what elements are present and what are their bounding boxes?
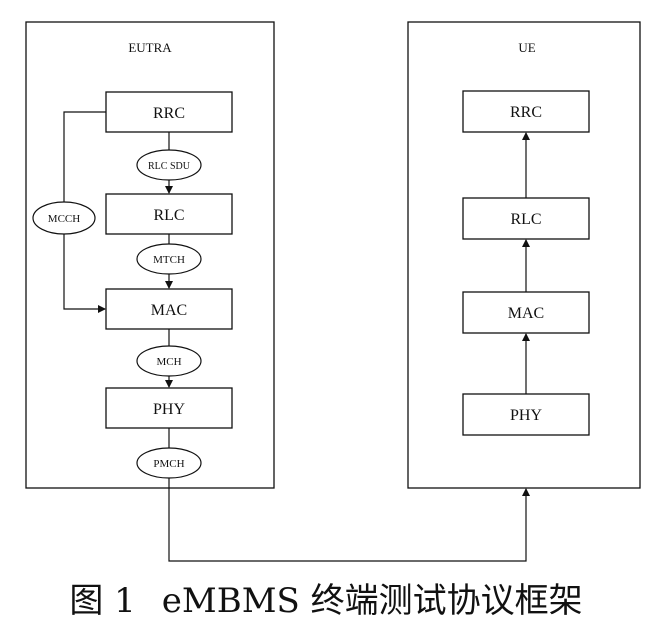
mch-label: MCH bbox=[156, 356, 181, 368]
eutra-mac-label: MAC bbox=[151, 302, 187, 319]
ue-title: UE bbox=[518, 40, 535, 55]
figure-number: 图 1 bbox=[69, 580, 136, 621]
eutra-rrc-label: RRC bbox=[153, 105, 185, 122]
eutra-phy-label: PHY bbox=[153, 401, 185, 418]
eutra-phy-layer: PHY bbox=[105, 387, 233, 429]
eutra-rlc-label: RLC bbox=[153, 207, 184, 224]
eutra-title: EUTRA bbox=[128, 40, 172, 55]
air-interface-link bbox=[168, 478, 530, 562]
mcch-channel: MCCH bbox=[32, 201, 96, 235]
figure-title: eMBMS 终端测试协议框架 bbox=[161, 580, 583, 621]
mch-channel: MCH bbox=[136, 345, 202, 377]
pmch-label: PMCH bbox=[153, 458, 184, 470]
ue-mac-label: MAC bbox=[508, 305, 544, 322]
ue-rlc-layer: RLC bbox=[462, 197, 590, 240]
mcch-label: MCCH bbox=[48, 213, 80, 225]
rlc-sdu-channel: RLC SDU bbox=[136, 149, 202, 181]
eutra-mac-layer: MAC bbox=[105, 288, 233, 330]
ue-rlc-label: RLC bbox=[510, 211, 541, 228]
rlc-sdu-label: RLC SDU bbox=[148, 161, 191, 172]
ue-phy-label: PHY bbox=[510, 407, 542, 424]
ue-rrc-layer: RRC bbox=[462, 90, 590, 133]
eutra-panel: EUTRA bbox=[25, 21, 275, 489]
pmch-channel: PMCH bbox=[136, 447, 202, 479]
figure-caption: 图 1 eMBMS 终端测试协议框架 bbox=[0, 572, 652, 622]
mtch-channel: MTCH bbox=[136, 243, 202, 275]
ue-rrc-label: RRC bbox=[510, 104, 542, 121]
ue-mac-layer: MAC bbox=[462, 291, 590, 334]
mtch-label: MTCH bbox=[153, 254, 185, 266]
eutra-rrc-layer: RRC bbox=[105, 91, 233, 133]
ue-phy-layer: PHY bbox=[462, 393, 590, 436]
mcch-path bbox=[63, 111, 106, 313]
eutra-rlc-layer: RLC bbox=[105, 193, 233, 235]
